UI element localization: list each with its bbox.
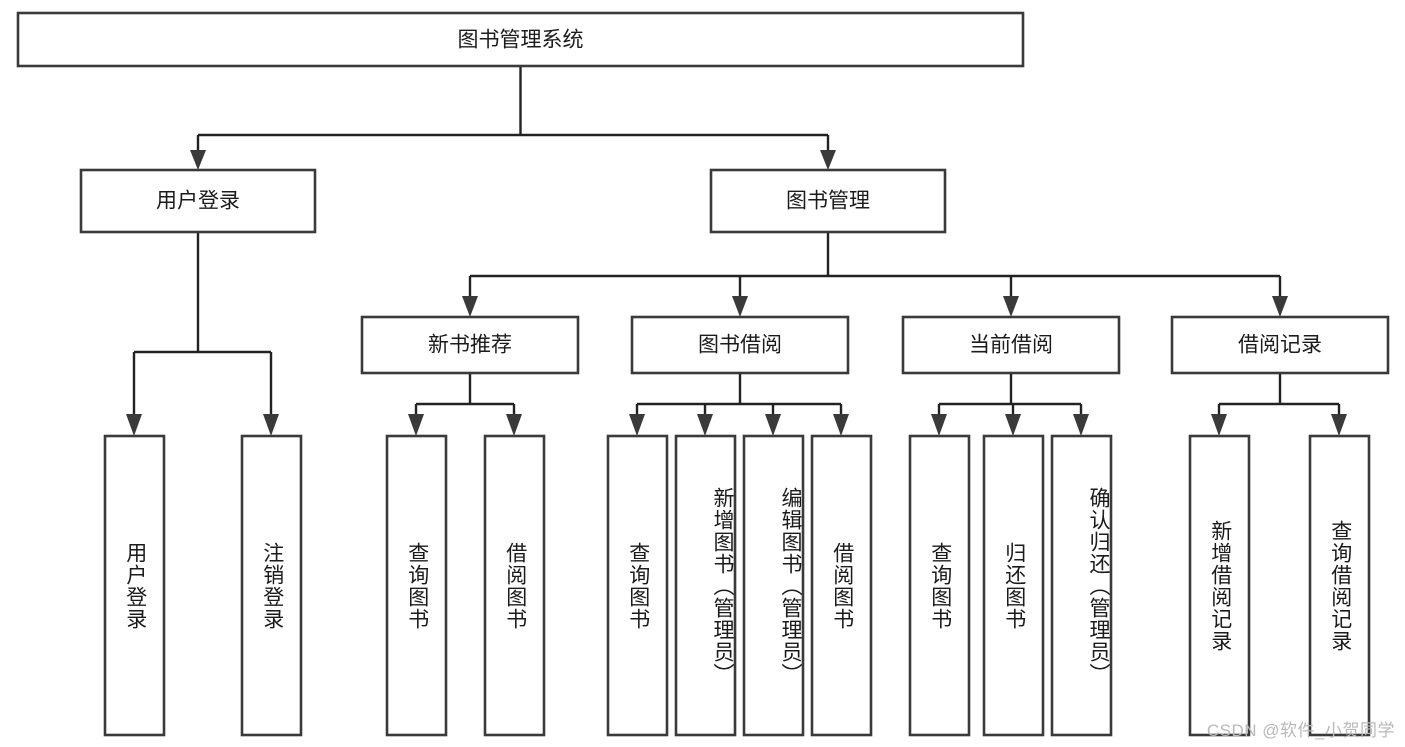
arrow-head-icon: [833, 414, 849, 436]
arrow-head-icon: [697, 414, 713, 436]
node-book-management-box[interactable]: [709, 168, 947, 234]
arrow-head-icon: [931, 414, 947, 436]
node-new-book-recommend-box[interactable]: [360, 315, 580, 375]
node-user-login-label: 用户登录: [156, 190, 240, 213]
node-book-borrow[interactable]: 图书借阅: [630, 315, 850, 375]
node-leaf-user-login-box[interactable]: [103, 434, 166, 737]
node-current-borrow-label: 当前借阅: [969, 334, 1053, 357]
node-book-borrow-label: 图书借阅: [698, 334, 782, 357]
arrow-head-icon: [462, 296, 478, 317]
arrow-head-icon: [1331, 414, 1347, 436]
node-borrow-record[interactable]: 借阅记录: [1170, 315, 1390, 375]
arrow-head-icon: [506, 414, 522, 436]
node-leaf-borrow-book-2-box[interactable]: [810, 434, 873, 737]
arrow-head-icon: [408, 414, 424, 436]
node-leaf-return-book-box[interactable]: [982, 434, 1045, 737]
node-book-management[interactable]: 图书管理: [709, 168, 947, 234]
node-leaf-add-book-box[interactable]: [674, 434, 737, 737]
node-new-book-recommend[interactable]: 新书推荐: [360, 315, 580, 375]
node-borrow-record-box[interactable]: [1170, 315, 1390, 375]
node-root[interactable]: 图书管理系统: [16, 11, 1025, 68]
node-root-label: 图书管理系统: [458, 29, 584, 52]
node-root-box[interactable]: [16, 11, 1025, 68]
arrow-head-icon: [1272, 296, 1288, 317]
node-user-login-box[interactable]: [79, 168, 317, 234]
arrow-head-icon: [263, 414, 279, 436]
arrow-head-icon: [765, 414, 781, 436]
node-leaf-add-record-box[interactable]: [1188, 434, 1251, 737]
node-borrow-record-label: 借阅记录: [1238, 334, 1322, 357]
node-leaf-edit-book-box[interactable]: [742, 434, 805, 737]
node-leaf-confirm-return-box[interactable]: [1050, 434, 1113, 737]
arrow-head-icon: [629, 414, 645, 436]
node-book-management-label: 图书管理: [786, 190, 870, 213]
node-layer: 图书管理系统 用户登录 图书管理 新书推荐 图书借阅 当前: [16, 11, 1390, 737]
node-leaf-logout-box[interactable]: [240, 434, 303, 737]
watermark-text: CSDN @软件_小贺同学: [1206, 721, 1395, 740]
arrow-head-icon: [732, 296, 748, 317]
node-new-book-recommend-label: 新书推荐: [428, 334, 512, 357]
node-current-borrow-box[interactable]: [901, 315, 1121, 375]
node-leaf-query-book-3-box[interactable]: [908, 434, 971, 737]
arrow-head-icon: [820, 150, 836, 170]
arrow-head-icon: [1211, 414, 1227, 436]
arrow-head-icon: [1005, 414, 1021, 436]
node-current-borrow[interactable]: 当前借阅: [901, 315, 1121, 375]
arrow-head-icon: [1003, 296, 1019, 317]
node-leaf-query-record-box[interactable]: [1308, 434, 1371, 737]
node-user-login[interactable]: 用户登录: [79, 168, 317, 234]
arrow-head-icon: [1073, 414, 1089, 436]
connector-layer: [126, 66, 1347, 436]
node-leaf-borrow-book-1-box[interactable]: [483, 434, 546, 737]
arrow-head-icon: [190, 150, 206, 170]
node-leaf-query-book-2-box[interactable]: [606, 434, 669, 737]
arrow-head-icon: [126, 414, 142, 436]
node-leaf-query-book-1-box[interactable]: [385, 434, 448, 737]
node-book-borrow-box[interactable]: [630, 315, 850, 375]
